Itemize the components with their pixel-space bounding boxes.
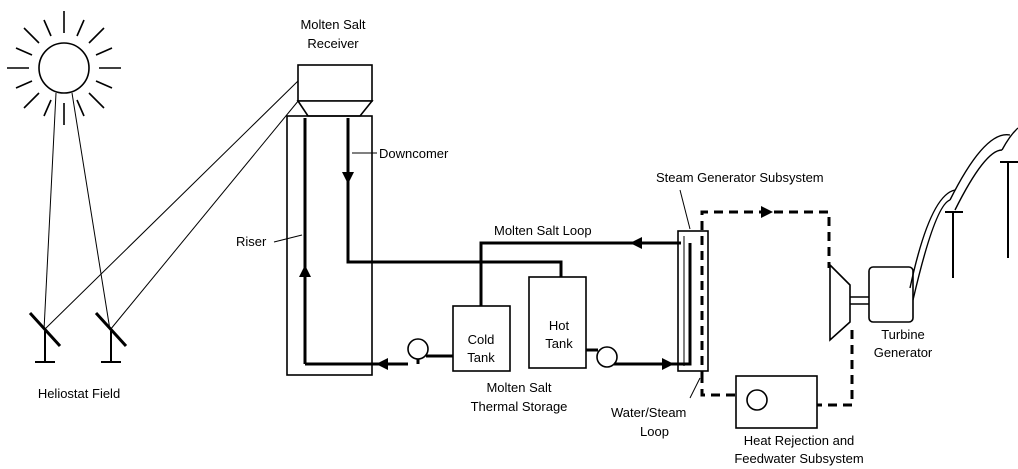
hot-pump-icon (586, 346, 618, 368)
riser-label: Riser (236, 234, 267, 249)
heat-rejection-label-line2: Feedwater Subsystem (734, 451, 863, 466)
steam-generator-label: Steam Generator Subsystem (656, 170, 824, 185)
hot-tank-label-line2: Tank (545, 336, 573, 351)
steam-generator-leader (679, 189, 691, 230)
molten-salt-loop-label: Molten Salt Loop (494, 223, 592, 238)
steam-flow-arrow (761, 206, 773, 218)
riser-leader (273, 234, 303, 243)
water-steam-leader (689, 377, 701, 399)
molten-salt-receiver (296, 64, 374, 117)
cold-tank-label-line1: Cold (468, 332, 495, 347)
transmission-lines-icon (909, 127, 1018, 301)
heat-rejection-label-line1: Heat Rejection and (744, 433, 855, 448)
receiver-label-line1: Molten Salt (300, 17, 365, 32)
sun-icon (7, 11, 121, 125)
turbine-label-line1: Turbine (881, 327, 925, 342)
hot-supply-arrow (662, 358, 674, 370)
storage-label-line2: Thermal Storage (471, 399, 568, 414)
cold-pump-icon (407, 338, 453, 360)
hot-tank (528, 276, 587, 369)
water-steam-label-line1: Water/Steam (611, 405, 686, 420)
cold-return-pipe (305, 359, 420, 366)
feedwater-pump-icon (746, 389, 768, 411)
steam-generator (677, 230, 709, 372)
heliostat-field-label: Heliostat Field (38, 386, 120, 401)
riser-up-arrow (299, 265, 311, 277)
heliostat-left-icon (28, 311, 62, 363)
hot-tank-label-line1: Hot (549, 318, 570, 333)
downcomer-label: Downcomer (379, 146, 449, 161)
heliostat-right-icon (94, 311, 128, 363)
turbine-icon (829, 263, 851, 342)
receiver-tower (286, 115, 373, 376)
water-steam-label-line2: Loop (640, 424, 669, 439)
generator-icon (868, 266, 914, 323)
downcomer-pipe (346, 118, 563, 287)
molten-salt-loop-arrow (630, 237, 642, 249)
molten-salt-loop-pipe (479, 241, 681, 316)
hot-supply-pipe (614, 243, 692, 366)
turbine-label-line2: Generator (874, 345, 933, 360)
solar-rays (43, 79, 300, 331)
storage-label-line1: Molten Salt (486, 380, 551, 395)
receiver-label-line2: Receiver (307, 36, 359, 51)
cold-return-arrow (376, 358, 388, 370)
cold-tank-label-line2: Tank (467, 350, 495, 365)
cold-tank (452, 305, 511, 372)
downcomer-down-arrow (342, 172, 354, 184)
